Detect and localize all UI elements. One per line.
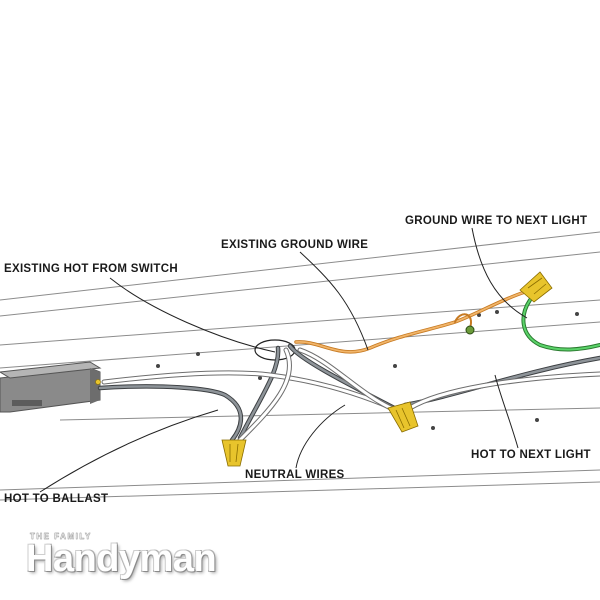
- knockout-hole: [575, 312, 579, 316]
- ground-wires: [294, 290, 600, 354]
- fixture-housing: [0, 231, 600, 501]
- neutral-wires: [101, 347, 600, 443]
- family-handyman-logo: THE FAMILY Handyman: [26, 532, 226, 580]
- leader-hot-ballast: [39, 409, 219, 493]
- fixture-inner-back-edge: [0, 299, 600, 346]
- leader-neutral: [295, 404, 346, 469]
- knockout-hole: [196, 352, 200, 356]
- wire-nuts: [221, 271, 553, 467]
- wire-nut-ground: [519, 271, 553, 303]
- knockout-hole: [495, 310, 499, 314]
- ballast: [0, 361, 102, 413]
- leader-existing-ground: [299, 251, 369, 351]
- fixture-inner-front-edge: [0, 321, 600, 369]
- fixture-channel-bottom: [59, 407, 600, 421]
- label-existing-hot-from-switch: EXISTING HOT FROM SWITCH: [4, 263, 178, 275]
- label-ground-wire-to-next-light: GROUND WIRE TO NEXT LIGHT: [405, 215, 588, 227]
- label-hot-to-next-light: HOT TO NEXT LIGHT: [471, 449, 591, 461]
- leader-hot-next: [494, 374, 519, 449]
- knockout-hole: [535, 418, 539, 422]
- fixture-lower-edge: [0, 469, 600, 491]
- label-existing-ground-wire: EXISTING GROUND WIRE: [221, 239, 369, 251]
- label-neutral-wires: NEUTRAL WIRES: [245, 469, 345, 481]
- logo-small-text: THE FAMILY: [30, 532, 92, 541]
- ground-screw: [465, 325, 475, 335]
- wire-nut-neutral: [387, 401, 419, 433]
- logo-main-text: Handyman: [26, 538, 217, 580]
- leader-ground-next: [471, 227, 528, 319]
- wire-nut-hot-ballast: [221, 439, 247, 467]
- fixture-bottom-edge: [0, 481, 600, 501]
- knockout-hole: [258, 376, 262, 380]
- knockout-hole: [156, 364, 160, 368]
- fixture-top-front-edge: [0, 251, 600, 317]
- knockout-hole: [431, 426, 435, 430]
- knockout-hole: [393, 364, 397, 368]
- leader-lines: [39, 227, 528, 493]
- label-hot-to-ballast: HOT TO BALLAST: [4, 493, 109, 505]
- fixture-top-back-edge: [0, 231, 600, 301]
- leader-existing-hot: [109, 277, 276, 353]
